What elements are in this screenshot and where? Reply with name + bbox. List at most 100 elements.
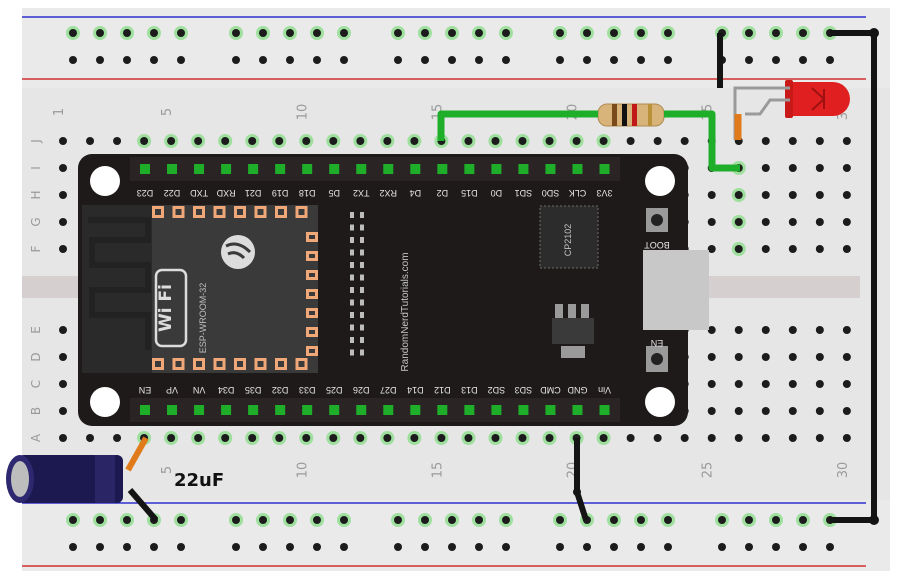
breadboard-hole — [707, 218, 716, 226]
esp-pin-label-top: RXD — [216, 188, 236, 198]
breadboard-hole — [583, 29, 591, 37]
breadboard-hole — [59, 326, 67, 334]
row-letter: D — [29, 352, 43, 361]
breadboard-hole — [772, 29, 780, 37]
breadboard-hole — [502, 543, 510, 551]
esp-pin-bottom — [599, 405, 610, 415]
breadboard-hole — [59, 434, 67, 442]
breadboard-hole — [815, 245, 824, 253]
breadboard-hole — [502, 29, 510, 37]
breadboard-hole — [86, 137, 95, 145]
breadboard-hole — [394, 29, 402, 37]
esp-pin-label-bottom: VN — [193, 385, 206, 395]
esp-pin-label-bottom: D13 — [461, 385, 478, 395]
column-number-top: 10 — [295, 104, 310, 121]
esp-pin-bottom — [221, 405, 232, 415]
breadboard-hole — [502, 56, 510, 64]
esp-pin-bottom — [491, 405, 502, 415]
breadboard-hole — [761, 434, 770, 442]
breadboard-hole — [556, 29, 564, 37]
breadboard-hole — [394, 543, 402, 551]
breadboard-hole — [815, 407, 824, 415]
esp-pin-top — [518, 164, 529, 174]
breadboard-hole — [815, 191, 824, 199]
esp-pin-top — [329, 164, 340, 174]
capacitor-leg-positive — [125, 436, 149, 472]
breadboard-hole — [664, 56, 672, 64]
breadboard-hole — [842, 218, 851, 226]
green-wire-d2-to-resistor — [437, 110, 598, 141]
breadboard-hole — [259, 56, 267, 64]
breadboard-hole — [329, 434, 338, 442]
breadboard-hole — [313, 56, 321, 64]
esp-pin-label-bottom: D35 — [245, 385, 262, 395]
esp-pin-label-top: D19 — [272, 188, 289, 198]
capacitor-label: 22uF — [174, 470, 224, 491]
breadboard-hole — [232, 29, 240, 37]
breadboard-hole — [123, 29, 131, 37]
breadboard-hole — [286, 543, 294, 551]
esp-pin-top — [167, 164, 178, 174]
column-number-bottom: 5 — [160, 466, 175, 474]
breadboard-hole — [815, 380, 824, 388]
esp-pin-label-top: D4 — [410, 188, 422, 198]
regulator-chip — [552, 318, 594, 344]
esp-pin-label-top: D0 — [491, 188, 503, 198]
breadboard-hole — [302, 434, 311, 442]
esp-pin-label-top: D5 — [328, 188, 340, 198]
breadboard-hole — [383, 137, 392, 145]
breadboard-hole — [653, 434, 662, 442]
breadboard-hole — [96, 516, 104, 524]
breadboard-hole — [761, 326, 770, 334]
breadboard-hole — [734, 245, 743, 253]
breadboard-hole — [772, 543, 780, 551]
breadboard-hole — [761, 245, 770, 253]
breadboard-hole — [475, 56, 483, 64]
breadboard-hole — [194, 137, 203, 145]
breadboard-hole — [799, 543, 807, 551]
breadboard-hole — [167, 434, 176, 442]
breadboard-hole — [518, 434, 527, 442]
breadboard-hole — [259, 29, 267, 37]
breadboard-hole — [734, 353, 743, 361]
breadboard-hole — [275, 137, 284, 145]
breadboard-hole — [842, 137, 851, 145]
esp-pin-top — [275, 164, 286, 174]
breadboard-hole — [545, 434, 554, 442]
esp-pin-top — [491, 164, 502, 174]
breadboard-hole — [842, 380, 851, 388]
breadboard-hole — [150, 29, 158, 37]
breadboard-hole — [69, 516, 77, 524]
esp-pin-label-top: RX2 — [380, 188, 398, 198]
breadboard-hole — [788, 326, 797, 334]
column-number-bottom: 30 — [836, 462, 851, 479]
esp-pin-bottom — [194, 405, 205, 415]
breadboard-hole — [815, 164, 824, 172]
column-number-top: 5 — [160, 108, 175, 116]
esp-pin-top — [437, 164, 448, 174]
esp-pin-top — [599, 164, 610, 174]
breadboard-hole — [177, 29, 185, 37]
breadboard-hole — [248, 137, 257, 145]
esp-pin-label-bottom: SD3 — [515, 385, 533, 395]
esp-pin-label-bottom: D27 — [380, 385, 397, 395]
boot-label: BOOT — [644, 240, 670, 250]
row-letter: F — [29, 245, 43, 252]
breadboard-hole — [826, 543, 834, 551]
resistor — [597, 103, 665, 127]
breadboard-hole — [761, 380, 770, 388]
esp-pin-label-top: TXD — [190, 188, 209, 198]
breadboard-hole — [410, 137, 419, 145]
esp-pin-top — [545, 164, 556, 174]
esp-pin-label-top: SD1 — [515, 188, 533, 198]
breadboard-hole — [842, 164, 851, 172]
breadboard-hole — [59, 191, 67, 199]
breadboard-hole — [86, 434, 95, 442]
breadboard-hole — [788, 164, 797, 172]
esp-pin-top — [302, 164, 313, 174]
breadboard-hole — [610, 516, 618, 524]
breadboard-hole — [718, 543, 726, 551]
esp-pin-bottom — [302, 405, 313, 415]
